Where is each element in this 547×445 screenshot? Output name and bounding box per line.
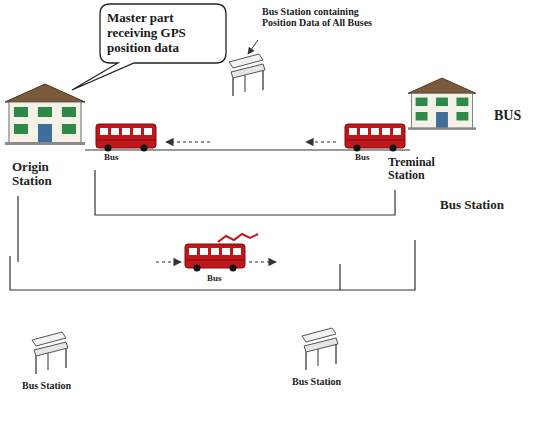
text-label: Bus Station — [292, 376, 341, 387]
bubble-shape — [72, 4, 226, 90]
callout-text: Master part receiving GPS position data — [107, 11, 219, 56]
text-label: Origin Station — [12, 160, 84, 189]
bus-icon — [96, 124, 156, 152]
text-label: Bus Station containing Position Data of … — [262, 6, 374, 28]
text-label: Bus Station — [440, 198, 504, 212]
route-bracket — [95, 170, 395, 215]
bus-station-icon — [229, 54, 265, 96]
direction-arrow — [156, 261, 181, 262]
direction-arrow — [166, 141, 210, 142]
bus-station-icon — [302, 328, 338, 370]
direction-arrow — [306, 141, 336, 142]
direction-arrow — [249, 261, 276, 262]
route-bracket — [10, 240, 415, 290]
route-bracket — [17, 196, 18, 262]
text-label: Bus — [355, 153, 370, 163]
text-label: Bus — [207, 274, 222, 284]
bus-icon — [185, 244, 245, 272]
text-label: Bus Station — [22, 380, 71, 391]
bus-icon — [345, 124, 405, 152]
speech-bubble: Master part receiving GPS position data — [100, 4, 226, 63]
red-scribble — [218, 234, 258, 242]
text-label: BUS — [494, 108, 521, 123]
bus-station-icon — [32, 332, 68, 374]
route-line — [85, 149, 410, 150]
route-bracket — [339, 264, 340, 290]
origin-building — [5, 84, 85, 145]
leader-arrow — [248, 40, 258, 54]
terminal-building — [408, 78, 476, 130]
text-label: Bus — [104, 153, 119, 163]
text-label: Treminal Station — [388, 156, 450, 182]
